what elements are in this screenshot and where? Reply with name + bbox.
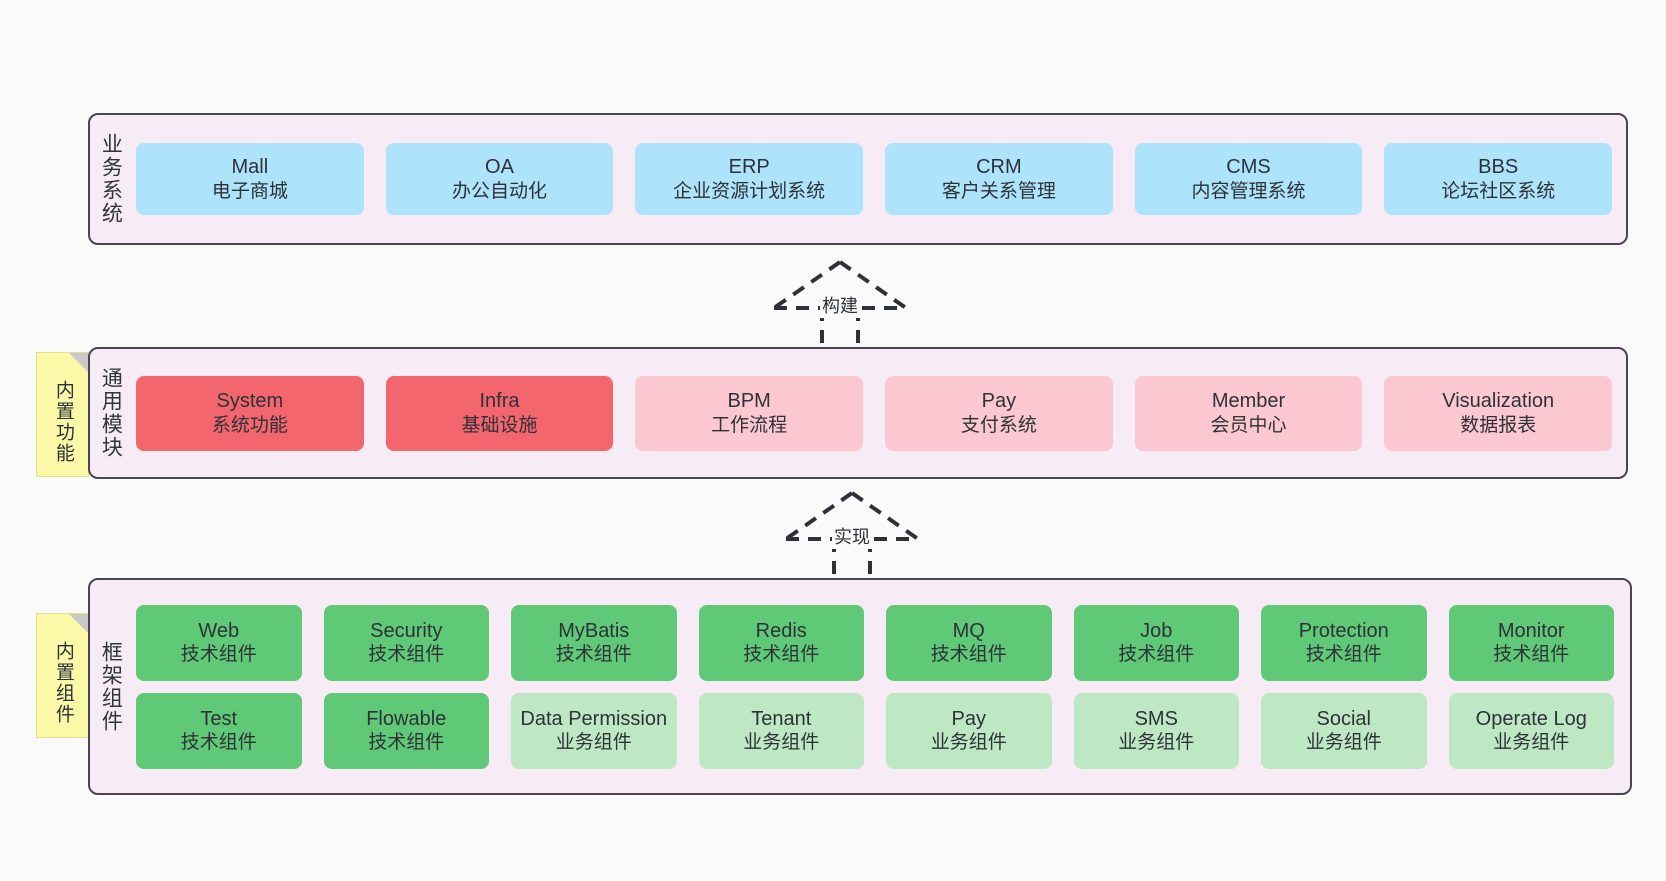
module-card-job[interactable]: Job 技术组件 <box>1073 604 1239 681</box>
connector-label-implement: 实现 <box>832 523 872 549</box>
layer-label-common: 通用模块 <box>99 367 123 459</box>
module-card-protection[interactable]: Protection 技术组件 <box>1261 604 1427 681</box>
module-card-mq[interactable]: MQ 技术组件 <box>886 604 1052 681</box>
module-card-erp[interactable]: ERP 企业资源计划系统 <box>635 143 864 215</box>
module-card-bbs[interactable]: BBS 论坛社区系统 <box>1384 143 1613 215</box>
layer-business-system: 业务系统 Mall 电子商城 OA 办公自动化 ERP 企业资源计划系统 CRM <box>88 113 1628 245</box>
module-card-redis[interactable]: Redis 技术组件 <box>698 604 864 681</box>
module-card-test[interactable]: Test 技术组件 <box>136 692 302 769</box>
module-card-member[interactable]: Member 会员中心 <box>1134 375 1363 451</box>
module-card-mybatis[interactable]: MyBatis 技术组件 <box>511 604 677 681</box>
module-card-bpm[interactable]: BPM 工作流程 <box>635 375 864 451</box>
layer-common-module: 通用模块 System 系统功能 Infra 基础设施 BPM 工作流程 Pay <box>88 347 1628 479</box>
sticky-note-builtin-feature: 内置功能 <box>36 352 89 477</box>
connector-build: 构建 <box>760 258 920 354</box>
connector-implement: 实现 <box>772 489 932 585</box>
layer-row: System 系统功能 Infra 基础设施 BPM 工作流程 Pay 支付系统… <box>136 375 1613 451</box>
layer-row: Mall 电子商城 OA 办公自动化 ERP 企业资源计划系统 CRM 客户关系… <box>136 143 1613 215</box>
layer-framework-component: 框架组件 Web 技术组件 Security 技术组件 MyBatis 技术组件… <box>88 578 1632 795</box>
module-card-mall[interactable]: Mall 电子商城 <box>136 143 364 215</box>
fold-corner-icon <box>69 614 88 633</box>
layer-body-framework: Web 技术组件 Security 技术组件 MyBatis 技术组件 Redi… <box>130 580 1630 793</box>
module-card-crm[interactable]: CRM 客户关系管理 <box>885 143 1113 215</box>
module-card-oa[interactable]: OA 办公自动化 <box>385 143 614 215</box>
module-card-data-permission[interactable]: Data Permission 业务组件 <box>511 692 677 769</box>
layer-body-business: Mall 电子商城 OA 办公自动化 ERP 企业资源计划系统 CRM 客户关系… <box>130 115 1626 243</box>
sticky-note-builtin-component: 内置组件 <box>36 613 89 738</box>
module-card-pay[interactable]: Pay 支付系统 <box>885 375 1113 451</box>
module-card-social[interactable]: Social 业务组件 <box>1261 692 1427 769</box>
module-card-pay-business[interactable]: Pay 业务组件 <box>886 692 1052 769</box>
module-card-visualization[interactable]: Visualization 数据报表 <box>1384 375 1613 451</box>
module-card-infra[interactable]: Infra 基础设施 <box>385 375 614 451</box>
layer-row: Test 技术组件 Flowable 技术组件 Data Permission … <box>136 692 1614 769</box>
module-card-flowable[interactable]: Flowable 技术组件 <box>323 692 489 769</box>
module-card-operate-log[interactable]: Operate Log 业务组件 <box>1448 692 1614 769</box>
fold-corner-icon <box>69 353 88 372</box>
module-card-monitor[interactable]: Monitor 技术组件 <box>1448 604 1614 681</box>
layer-row: Web 技术组件 Security 技术组件 MyBatis 技术组件 Redi… <box>136 604 1614 681</box>
layer-label-business: 业务系统 <box>99 133 123 225</box>
connector-label-build: 构建 <box>820 292 860 318</box>
module-card-sms[interactable]: SMS 业务组件 <box>1073 692 1239 769</box>
layer-label-framework: 框架组件 <box>99 640 123 733</box>
layer-body-common: System 系统功能 Infra 基础设施 BPM 工作流程 Pay 支付系统… <box>130 349 1626 477</box>
module-card-security[interactable]: Security 技术组件 <box>323 604 489 681</box>
module-card-cms[interactable]: CMS 内容管理系统 <box>1134 143 1363 215</box>
module-card-web[interactable]: Web 技术组件 <box>136 604 302 681</box>
module-card-tenant[interactable]: Tenant 业务组件 <box>698 692 864 769</box>
module-card-system[interactable]: System 系统功能 <box>136 375 364 451</box>
